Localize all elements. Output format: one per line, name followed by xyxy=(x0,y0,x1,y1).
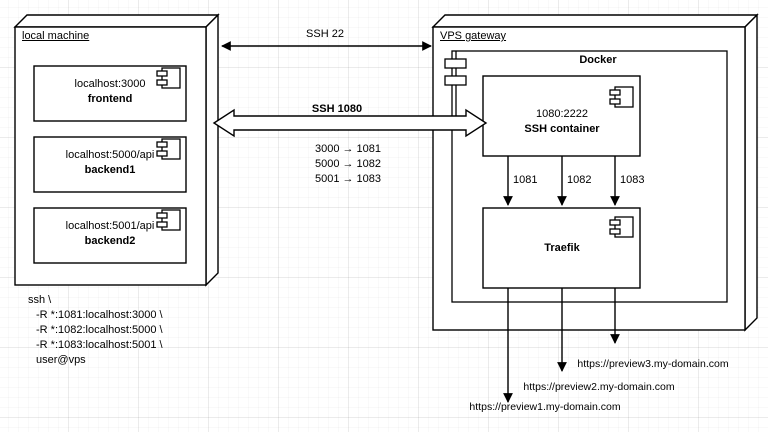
backend1-name: backend1 xyxy=(84,164,136,176)
component-icon xyxy=(156,67,181,89)
internal-port-arrows xyxy=(503,156,620,206)
component-icon xyxy=(156,138,181,160)
ssh-container-name: SSH container xyxy=(524,123,600,135)
frontend-port: localhost:3000 xyxy=(74,78,146,90)
vps-gateway-side-face xyxy=(744,13,758,332)
ssh-command-line-2: -R *:1081:localhost:3000 \ xyxy=(36,309,163,321)
local-machine-top-face xyxy=(13,14,220,28)
preview-url-1[interactable]: https://preview1.my-domain.com xyxy=(469,401,621,413)
traefik-name: Traefik xyxy=(544,242,580,254)
preview-url-3[interactable]: https://preview3.my-domain.com xyxy=(577,358,729,370)
frontend-name: frontend xyxy=(87,93,133,105)
ssh-command-line-1: ssh \ xyxy=(28,294,52,306)
component-icon xyxy=(609,86,634,108)
port-map-line-3: 5001 → 1083 xyxy=(314,173,382,185)
backend2-name: backend2 xyxy=(84,235,136,247)
vps-gateway-top-face xyxy=(431,14,759,28)
component-backend1[interactable] xyxy=(33,136,187,193)
local-machine-label: local machine xyxy=(22,30,90,42)
local-machine-side-face xyxy=(205,13,219,287)
internal-port-1082: 1082 xyxy=(567,174,592,186)
preview-url-2[interactable]: https://preview2.my-domain.com xyxy=(523,381,675,393)
component-frontend[interactable] xyxy=(33,65,187,122)
component-traefik[interactable] xyxy=(482,207,641,289)
component-backend2[interactable] xyxy=(33,207,187,264)
docker-label: Docker xyxy=(579,54,617,66)
component-icon xyxy=(156,209,181,231)
ssh1080-label: SSH 1080 xyxy=(311,103,363,115)
ssh-command-line-4: -R *:1083:localhost:5001 \ xyxy=(36,339,163,351)
vps-gateway-label: VPS gateway xyxy=(440,30,507,42)
component-ssh-container[interactable] xyxy=(482,75,641,157)
component-icon xyxy=(609,216,634,238)
internal-port-1083: 1083 xyxy=(620,174,645,186)
ssh-command-line-5: user@vps xyxy=(36,354,86,366)
ssh-command-line-3: -R *:1082:localhost:5000 \ xyxy=(36,324,163,336)
backend1-port: localhost:5000/api xyxy=(65,149,155,161)
ssh1080-connector[interactable] xyxy=(212,108,488,138)
preview-arrows xyxy=(503,288,620,403)
backend2-port: localhost:5001/api xyxy=(65,220,155,232)
ssh-container-port: 1080:2222 xyxy=(536,108,588,120)
port-map-line-1: 3000 → 1081 xyxy=(314,143,382,155)
port-map-line-2: 5000 → 1082 xyxy=(314,158,382,170)
internal-port-1081: 1081 xyxy=(513,174,538,186)
ssh22-label: SSH 22 xyxy=(306,28,344,40)
